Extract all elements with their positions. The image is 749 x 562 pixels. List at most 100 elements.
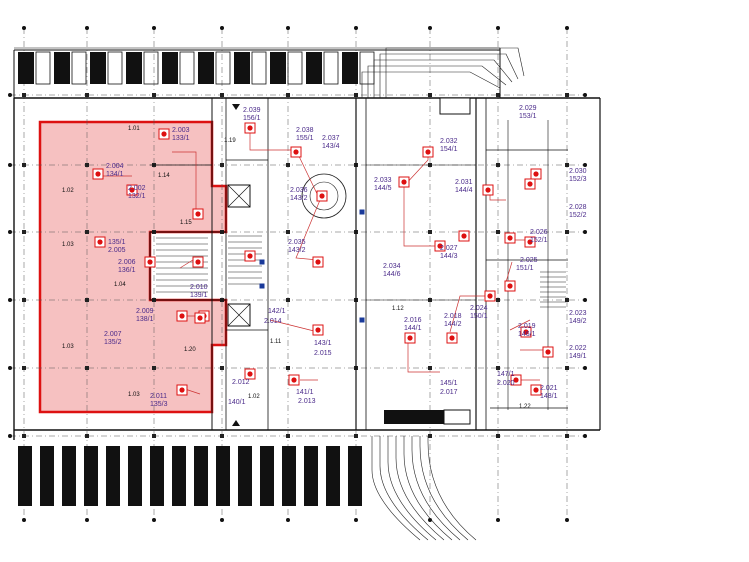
device-dot xyxy=(449,335,455,341)
grid-marker xyxy=(8,434,12,438)
tag-code: 2.036 xyxy=(290,187,308,194)
device-dot xyxy=(95,171,101,177)
tag-ref: 141/1 xyxy=(296,389,314,396)
tag-ref: 148/1 xyxy=(540,393,558,400)
tag-ref: 140/1 xyxy=(228,399,246,406)
tag-ref: 150/1 xyxy=(470,313,488,320)
tag-code: 2.013 xyxy=(298,398,316,405)
device-dot xyxy=(437,243,443,249)
atrium-circle xyxy=(301,173,347,219)
louvre xyxy=(172,446,186,506)
tag-ref: 144/2 xyxy=(444,321,462,328)
tag-ref: 136/1 xyxy=(118,267,136,274)
louvre xyxy=(342,52,358,84)
column xyxy=(22,434,26,438)
room-label: 1.14 xyxy=(158,173,170,179)
louvre xyxy=(238,446,252,506)
grid-marker xyxy=(354,26,358,30)
grid-marker xyxy=(8,93,12,97)
blue-marker xyxy=(359,317,365,323)
column xyxy=(428,230,432,234)
terrace-line xyxy=(361,71,501,98)
device-dot xyxy=(179,313,185,319)
column xyxy=(565,298,569,302)
grid-marker xyxy=(496,26,500,30)
louvre xyxy=(128,446,142,506)
grid-marker xyxy=(583,93,587,97)
grid-marker xyxy=(565,26,569,30)
grid-marker xyxy=(152,26,156,30)
device-dot xyxy=(247,371,253,377)
grid-marker xyxy=(8,230,12,234)
tag-ref: 138/1 xyxy=(136,316,154,323)
tag-code: 2.007 xyxy=(104,331,122,338)
tag-ref: 151/1 xyxy=(516,265,534,272)
louvre xyxy=(234,52,250,84)
grid-marker xyxy=(286,518,290,522)
column xyxy=(152,434,156,438)
tag-code: 2.033 xyxy=(374,177,392,184)
grid-marker xyxy=(565,518,569,522)
walls xyxy=(13,47,601,541)
room-label: 1.03 xyxy=(62,242,74,248)
tag-ref: 145/1 xyxy=(440,380,458,387)
room-label: 1.20 xyxy=(184,347,196,353)
device-dot xyxy=(179,387,185,393)
device-dot xyxy=(507,283,513,289)
louvre xyxy=(62,446,76,506)
louvre xyxy=(40,446,54,506)
tag-code: 2.024 xyxy=(470,305,488,312)
column xyxy=(565,163,569,167)
louvre-frame xyxy=(251,51,267,85)
tag-code: 2.020 xyxy=(497,380,515,387)
device-dot xyxy=(247,253,253,259)
ramp-line xyxy=(427,436,477,541)
grid-marker xyxy=(8,163,12,167)
device-dot xyxy=(315,259,321,265)
grid-marker xyxy=(428,518,432,522)
lift-shaft xyxy=(227,184,251,208)
leader-line xyxy=(407,336,440,373)
ramp-line xyxy=(403,436,453,541)
device-dot xyxy=(319,193,325,199)
tag-code: 2.025 xyxy=(520,257,538,264)
device-dot xyxy=(533,387,539,393)
entrance-door xyxy=(443,409,471,425)
terrace-line xyxy=(373,59,513,98)
entrance-door xyxy=(384,410,444,424)
tag-code: 2.032 xyxy=(440,138,458,145)
tag-code: 2.009 xyxy=(136,308,154,315)
device-dot xyxy=(407,335,413,341)
grid-marker xyxy=(583,163,587,167)
louvre xyxy=(18,52,34,84)
column xyxy=(286,366,290,370)
tag-ref: 149/1 xyxy=(569,353,587,360)
device-dot xyxy=(161,131,167,137)
louvre xyxy=(306,52,322,84)
tag-code: 2.005 xyxy=(108,247,126,254)
column xyxy=(565,93,569,97)
tag-code: 2.016 xyxy=(404,317,422,324)
column xyxy=(286,298,290,302)
louvre xyxy=(260,446,274,506)
louvre xyxy=(304,446,318,506)
ramp-line xyxy=(387,436,437,541)
tag-ref: 139/1 xyxy=(190,292,208,299)
louvre xyxy=(106,446,120,506)
louvre xyxy=(326,446,340,506)
tag-code: 2.015 xyxy=(314,350,332,357)
leader-line xyxy=(269,319,319,333)
louvre-frame xyxy=(179,51,195,85)
tag-code: 2.002 xyxy=(128,185,146,192)
louvre-frame xyxy=(35,51,51,85)
device-dot xyxy=(247,125,253,131)
tag-code: 2.022 xyxy=(569,345,587,352)
tag-code: 2.021 xyxy=(540,385,558,392)
grid-marker xyxy=(152,518,156,522)
device-dot xyxy=(545,349,551,355)
ramp-line xyxy=(411,436,461,541)
column xyxy=(496,163,500,167)
device-dot xyxy=(527,181,533,187)
tag-code: 2.026 xyxy=(530,229,548,236)
